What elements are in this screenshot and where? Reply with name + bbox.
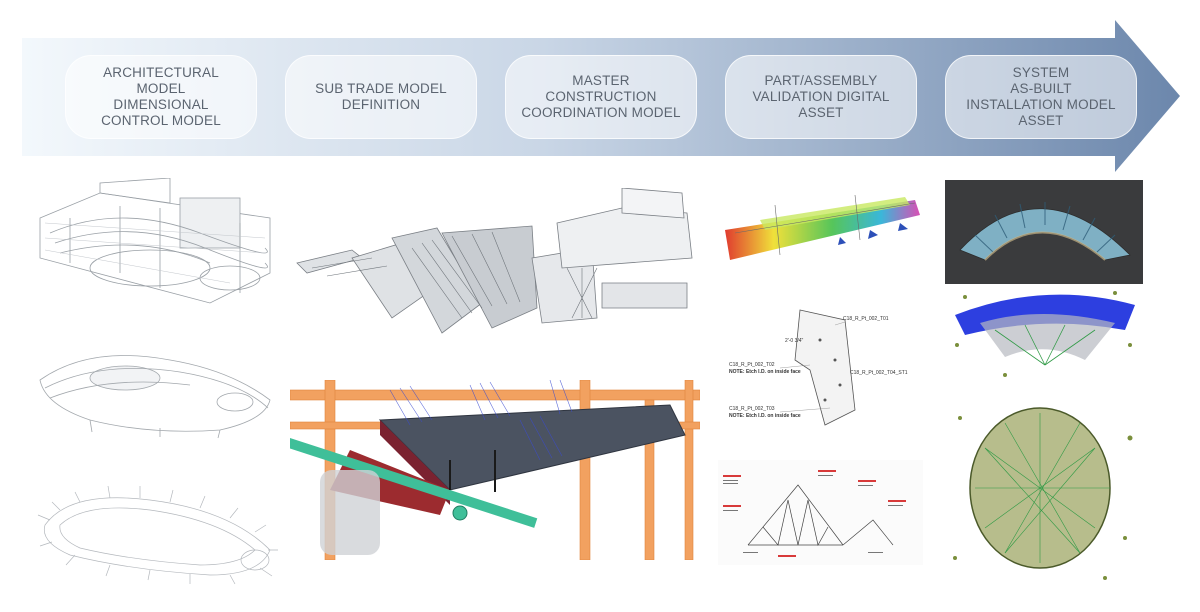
stage-sub-trade-model: SUB TRADE MODEL DEFINITION <box>285 55 477 139</box>
stage-label: PART/ASSEMBLY VALIDATION DIGITAL ASSET <box>752 73 889 121</box>
stage-system-as-built: SYSTEM AS-BUILT INSTALLATION MODEL ASSET <box>945 55 1137 139</box>
architectural-wireframe-building-image <box>30 178 280 318</box>
as-built-scan-render-image <box>945 180 1143 284</box>
part-note-1: NOTE: Etch I.D. on inside face <box>729 369 801 375</box>
stage-label: MASTER CONSTRUCTION COORDINATION MODEL <box>521 73 680 121</box>
part-tag-t02: C18_R_Pt_002_T02 <box>729 362 775 368</box>
part-dimension: 2'-0 3/4" <box>785 338 804 344</box>
architectural-wireframe-ribs-image <box>30 480 280 585</box>
sub-trade-mep-model-image <box>290 380 700 560</box>
architectural-wireframe-roof-image <box>30 340 280 440</box>
part-tag-t03: C18_R_Pt_002_T03 <box>729 406 775 412</box>
part-truss-drawing-image <box>718 460 923 565</box>
part-tag-t04: C18_R_Pt_002_T04_ST1 <box>850 370 908 376</box>
part-note-2: NOTE: Etch I.D. on inside face <box>729 413 801 419</box>
as-built-point-cloud-image <box>945 285 1143 385</box>
stage-part-assembly-validation: PART/ASSEMBLY VALIDATION DIGITAL ASSET <box>725 55 917 139</box>
part-heatmap-scan-image <box>720 185 925 265</box>
sub-trade-structure-model-image <box>292 188 697 348</box>
stage-label: SYSTEM AS-BUILT INSTALLATION MODEL ASSET <box>966 65 1115 129</box>
stage-label: SUB TRADE MODEL DEFINITION <box>315 81 447 113</box>
part-shop-drawing-image: C18_R_Pt_002_T01 2'-0 3/4" C18_R_Pt_002_… <box>725 300 925 430</box>
stage-label: ARCHITECTURAL MODEL DIMENSIONAL CONTROL … <box>101 65 221 129</box>
stage-master-coordination-model: MASTER CONSTRUCTION COORDINATION MODEL <box>505 55 697 139</box>
part-tag-t01: C18_R_Pt_002_T01 <box>843 316 889 322</box>
as-built-survey-network-image <box>945 388 1143 588</box>
stage-architectural-model: ARCHITECTURAL MODEL DIMENSIONAL CONTROL … <box>65 55 257 139</box>
